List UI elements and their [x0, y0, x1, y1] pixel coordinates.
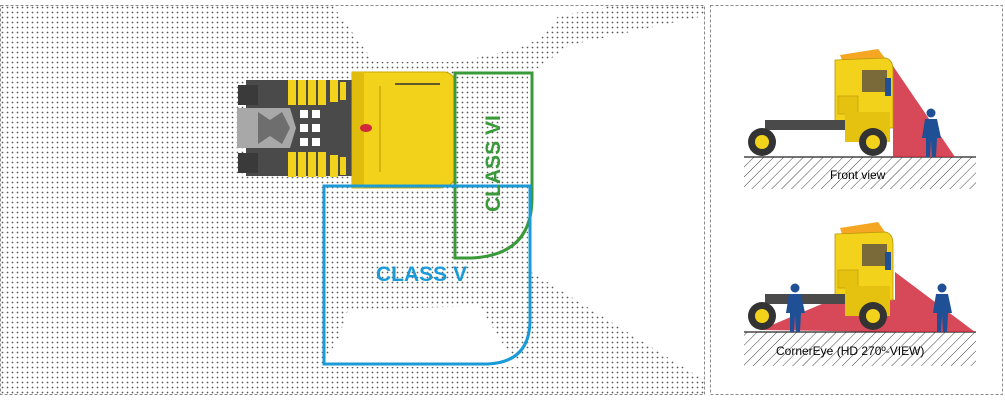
cornereye-caption: CornerEye (HD 270º-VIEW)	[776, 344, 924, 358]
blind-spot-area	[1, 6, 704, 394]
brand-logo	[360, 124, 372, 132]
cornereye-illustration	[744, 222, 976, 366]
truck-top-view	[237, 71, 457, 189]
pedestrian-right-icon	[933, 283, 952, 332]
visible-zone-bottom	[320, 306, 522, 367]
pedestrian-left-icon	[786, 283, 805, 332]
ground-hatch-2	[744, 332, 976, 366]
cab-window	[862, 70, 887, 92]
class-vi-zone	[453, 71, 534, 260]
front-view-illustration	[744, 49, 976, 189]
left-panel-frame	[0, 5, 705, 395]
right-panel-frame	[710, 5, 1003, 395]
class-v-label: CLASS V	[376, 263, 467, 286]
pedestrian-front-icon	[922, 108, 941, 157]
class-vi-label: CLASS VI	[482, 115, 505, 212]
front-coverage-zone	[893, 66, 955, 157]
front-view-caption: Front view	[830, 168, 886, 182]
ground-hatch	[744, 157, 976, 189]
class-v-zone	[322, 184, 532, 366]
